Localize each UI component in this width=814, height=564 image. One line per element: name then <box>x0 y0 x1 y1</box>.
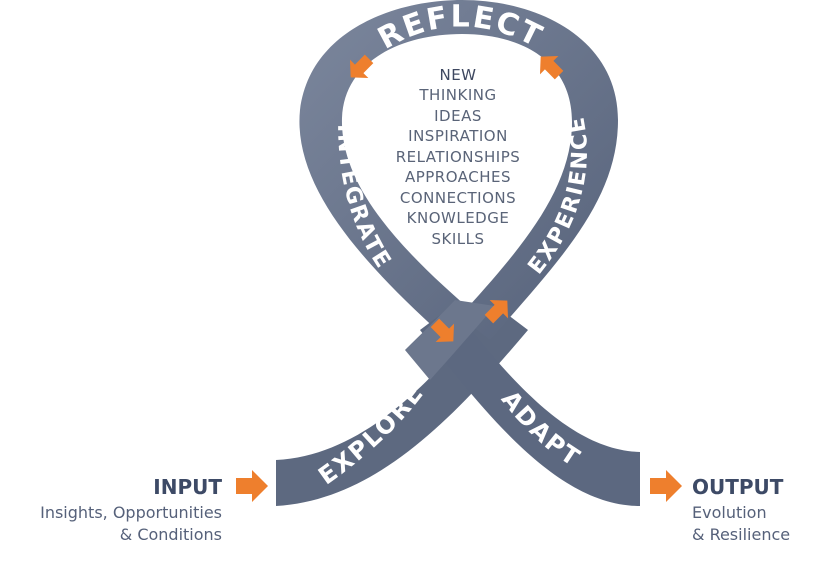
arrow-up-left-icon <box>539 55 564 80</box>
arrow-right-icon <box>650 470 682 502</box>
arrow-down-right-icon <box>430 318 455 343</box>
center-list-item: INSPIRATION <box>408 127 508 145</box>
output-title: OUTPUT <box>692 475 784 499</box>
label-integrate: INTEGRATE <box>332 124 396 274</box>
input-block: INPUT Insights, Opportunities & Conditio… <box>40 475 222 544</box>
center-list-item: IDEAS <box>434 107 482 125</box>
output-block: OUTPUT Evolution & Resilience <box>692 475 790 544</box>
center-list-item: CONNECTIONS <box>400 189 516 207</box>
center-list-item: KNOWLEDGE <box>407 209 510 227</box>
center-list-item: RELATIONSHIPS <box>396 148 521 166</box>
arrow-right-icon <box>236 470 268 502</box>
input-title: INPUT <box>153 475 222 499</box>
ribbon-loop <box>299 0 618 342</box>
ribbon-right-band <box>420 306 640 506</box>
arrow-up-right-icon <box>484 299 509 324</box>
center-list-item: APPROACHES <box>405 168 511 186</box>
center-list: NEW THINKING IDEAS INSPIRATION RELATIONS… <box>396 66 521 248</box>
input-line-2: & Conditions <box>120 525 222 544</box>
center-list-item: NEW <box>439 66 476 84</box>
arrow-down-left-icon <box>349 54 374 79</box>
input-line-1: Insights, Opportunities <box>40 503 222 522</box>
center-list-item: SKILLS <box>431 230 484 248</box>
output-line-1: Evolution <box>692 503 767 522</box>
output-line-2: & Resilience <box>692 525 790 544</box>
center-list-item: THINKING <box>418 86 496 104</box>
